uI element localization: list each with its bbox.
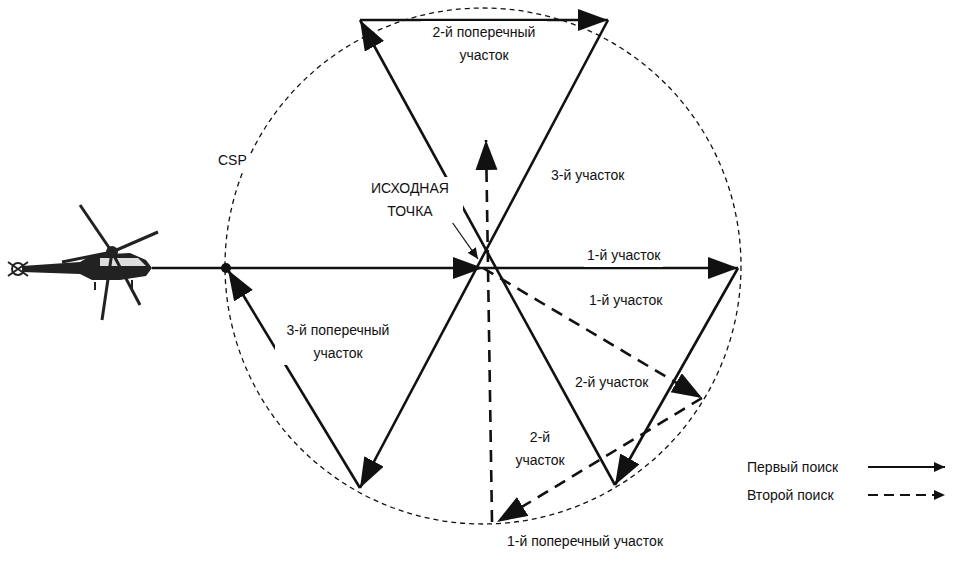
first-search-track xyxy=(152,20,738,488)
search-circle xyxy=(225,8,741,524)
segment-label: CSP xyxy=(215,149,250,172)
second-search-track xyxy=(483,140,702,522)
segment-label: ИСХОДНАЯ ТОЧКА xyxy=(357,177,463,223)
segment-label: 3-й участок xyxy=(548,164,627,187)
segment-label: 3-й поперечный участок xyxy=(275,319,401,365)
helicopter-icon xyxy=(8,205,158,320)
legend-label: Первый поиск xyxy=(745,458,840,476)
legend-dashed-sample xyxy=(868,494,945,496)
segment-label: 2-й поперечный участок xyxy=(421,21,547,67)
legend-label: Второй поиск xyxy=(745,486,836,504)
segment-label: 2-й участок xyxy=(572,371,651,394)
segment-label: 1-й участок xyxy=(584,244,663,267)
segment-label: 1-й участок xyxy=(586,289,665,312)
csp-point xyxy=(221,263,231,273)
segment-label: 2-й участок xyxy=(505,426,575,472)
segment-label: 1-й поперечный участок xyxy=(502,530,668,553)
legend-solid-sample xyxy=(868,466,945,468)
leader-line xyxy=(452,222,478,259)
